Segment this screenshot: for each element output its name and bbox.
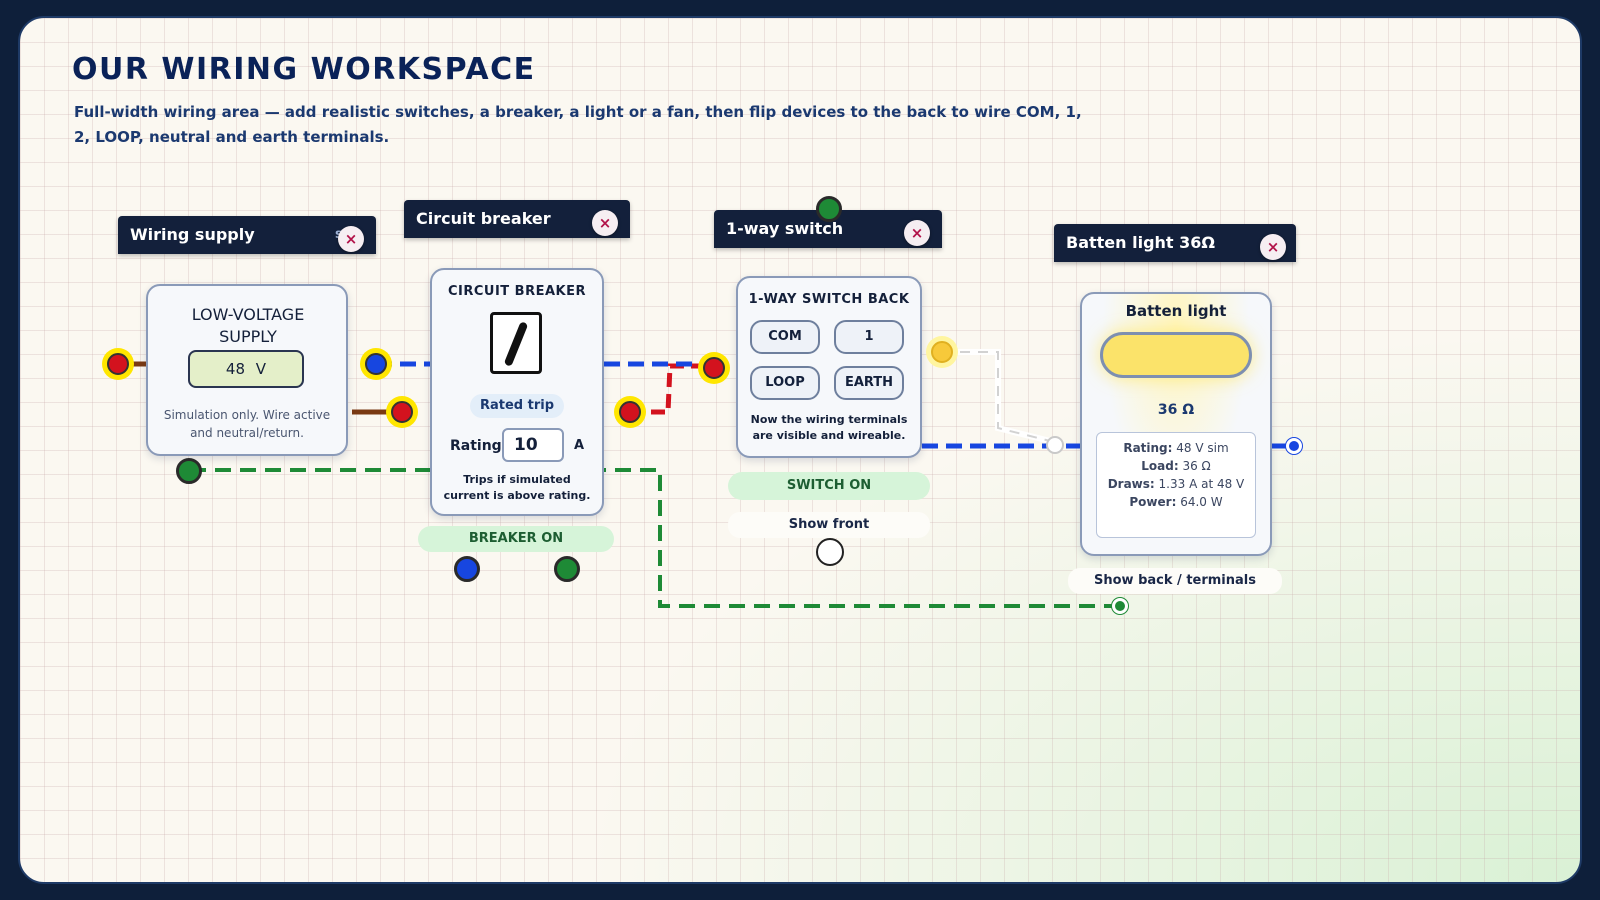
switch-back-card: 1-WAY SWITCH BACK COM 1 LOOP EARTH Now t… [736,276,922,458]
switch-switched-out-terminal[interactable] [926,336,958,368]
breaker-status: BREAKER ON [418,526,614,552]
breaker-note: Trips if simulated current is above rati… [443,473,591,502]
breaker-active-out-terminal[interactable] [614,396,646,428]
breaker-rated-trip-badge: Rated trip [470,394,564,418]
supply-note: Simulation only. Wire active and neutral… [163,408,331,440]
light-load-value: 36 Ω [1182,459,1211,473]
breaker-heading: CIRCUIT BREAKER [447,284,587,299]
wiring-canvas[interactable]: OUR WIRING WORKSPACE Full-width wiring a… [18,16,1582,884]
page-description: Full-width wiring area — add realistic s… [74,103,1082,146]
light-card: Batten light 36 Ω Rating: 48 V sim Load:… [1080,292,1272,556]
light-power-value: 64.0 W [1180,495,1223,509]
switch-toggle-circle[interactable] [816,538,844,566]
light-draws-value: 1.33 A at 48 V [1158,477,1245,491]
supply-neutral-terminal[interactable] [360,348,392,380]
breaker-close-button[interactable]: × [592,210,618,236]
supply-earth-terminal[interactable] [176,458,202,484]
switch-status: SWITCH ON [728,472,930,500]
light-heading: Batten light [1125,302,1227,320]
supply-voltage-value: 48 [225,360,246,378]
breaker-earth-terminal[interactable] [554,556,580,582]
supply-card: LOW-VOLTAGE SUPPLY 48 V Simulation only.… [146,284,348,456]
light-rating-label: Rating: [1123,441,1173,455]
light-rating-value: 48 V sim [1176,441,1229,455]
page-title: OUR WIRING WORKSPACE [72,52,536,87]
light-draws-label: Draws: [1107,477,1155,491]
breaker-neutral-terminal[interactable] [454,556,480,582]
breaker-tab-label: Circuit breaker [416,209,551,228]
switch-terminal-loop[interactable]: LOOP [750,366,820,400]
breaker-rating-label: Rating [450,438,502,454]
supply-tab-label: Wiring supply [130,225,255,244]
light-switched-in-terminal[interactable] [1046,436,1064,454]
light-close-button[interactable]: × [1260,234,1286,260]
supply-close-button[interactable]: × [338,226,364,252]
light-spec-box: Rating: 48 V sim Load: 36 Ω Draws: 1.33 … [1096,432,1256,538]
breaker-card: CIRCUIT BREAKER Rated trip Rating 10 A T… [430,268,604,516]
switch-terminal-1[interactable]: 1 [834,320,904,354]
switch-note: Now the wiring terminals are visible and… [750,413,908,442]
earth-wire-supply-breaker[interactable] [190,468,1120,608]
switch-active-in-terminal[interactable] [698,352,730,384]
switch-close-button[interactable]: × [904,220,930,246]
switch-show-front-button[interactable]: Show front [728,512,930,538]
switch-earth-top-terminal[interactable] [816,196,842,222]
wire-layer [118,349,1296,608]
breaker-toggle[interactable] [490,312,542,374]
light-tab-label: Batten light 36Ω [1066,233,1215,252]
light-neutral-terminal[interactable] [1286,438,1302,454]
light-show-back-button[interactable]: Show back / terminals [1068,568,1282,594]
supply-voltage-display[interactable]: 48 V [188,350,304,388]
supply-active-terminal[interactable] [102,348,134,380]
switch-tab-label: 1-way switch [726,219,844,238]
supply-tab[interactable]: Wiring supply su [118,216,376,254]
switched-wire-dash [942,351,1055,443]
switch-heading: 1-WAY SWITCH BACK [748,292,910,307]
switch-terminal-com[interactable]: COM [750,320,820,354]
switch-terminal-earth[interactable]: EARTH [834,366,904,400]
light-resistance: 36 Ω [1157,402,1195,418]
light-earth-terminal[interactable] [1112,598,1128,614]
supply-voltage-unit: V [255,360,267,378]
breaker-lever-icon [503,321,529,367]
supply-heading: LOW-VOLTAGE SUPPLY [191,305,305,346]
supply-active-out-terminal[interactable] [386,396,418,428]
lamp-tube-icon [1100,332,1252,378]
light-load-label: Load: [1141,459,1179,473]
light-power-label: Power: [1129,495,1177,509]
breaker-rating-unit: A [574,438,585,453]
light-tab[interactable]: Batten light 36Ω [1054,224,1296,262]
breaker-rating-input[interactable]: 10 [502,428,564,462]
